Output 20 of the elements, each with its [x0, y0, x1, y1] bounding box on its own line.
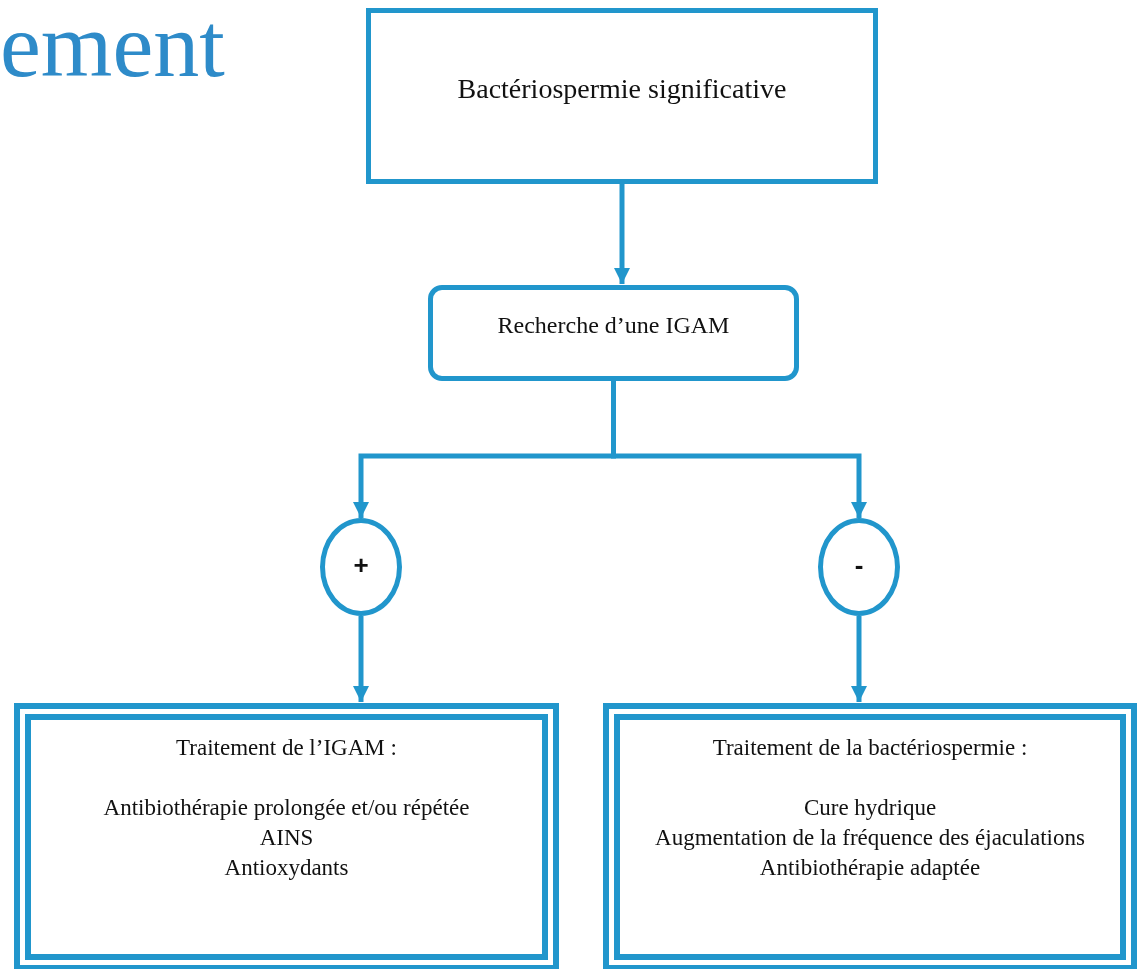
title: ement — [0, 0, 225, 98]
list-item: Antibiothérapie prolongée et/ou répétée — [103, 795, 470, 821]
process-box — [366, 8, 878, 184]
box-heading: Traitement de la bactériospermie : — [712, 735, 1028, 761]
treatment-box — [603, 703, 1137, 969]
treatment-box — [14, 703, 559, 969]
list-item: AINS — [259, 825, 314, 851]
list-item: Augmentation de la fréquence des éjaculations — [655, 825, 1085, 851]
arrow — [353, 616, 369, 702]
process-box — [428, 285, 799, 381]
arrow — [614, 184, 630, 284]
list-item: Antibiothérapie adaptée — [759, 855, 981, 881]
list-item: Antioxydants — [224, 855, 349, 881]
list-item: Cure hydrique — [803, 795, 937, 821]
node-label: + — [353, 549, 369, 581]
arrow — [851, 616, 867, 702]
node-label: Recherche d’une IGAM — [497, 312, 730, 339]
node-label: Bactériospermie significative — [457, 73, 787, 105]
box-heading: Traitement de l’IGAM : — [176, 735, 397, 761]
node-label: - — [854, 549, 864, 581]
